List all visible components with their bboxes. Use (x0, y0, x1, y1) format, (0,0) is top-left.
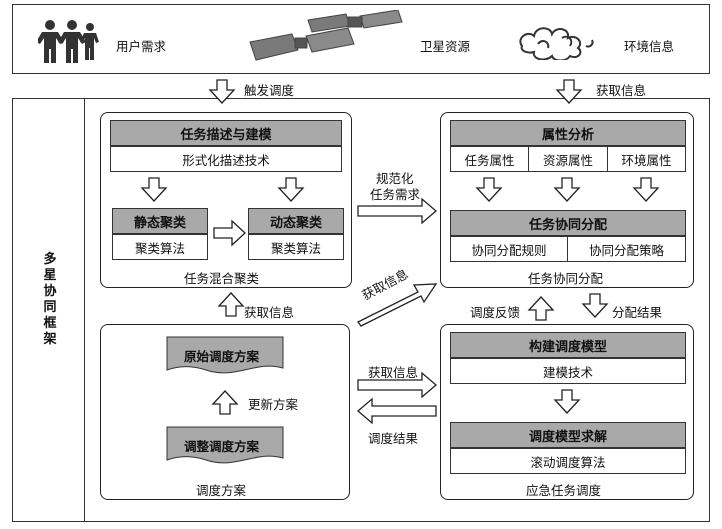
top-get-info-label: 获取信息 (596, 83, 647, 98)
trigger-scheduling-label: 触发调度 (244, 83, 295, 98)
dynamic-cluster-header: 动态聚类 (248, 208, 344, 234)
cloud-icon (519, 27, 594, 60)
user-needs-label: 用户需求 (116, 39, 167, 54)
left-get-info-label: 获取信息 (244, 305, 295, 320)
task-modeling-header: 任务描述与建模 (110, 120, 342, 146)
static-algo-cell: 聚类算法 (112, 234, 208, 260)
env-attr-cell: 环境属性 (607, 146, 686, 172)
alloc-result-label: 分配结果 (612, 305, 663, 320)
task-collab-caption: 任务协同分配 (528, 271, 604, 286)
resource-attr-cell: 资源属性 (528, 146, 608, 172)
alloc-header: 任务协同分配 (450, 210, 686, 236)
task-attr-cell: 任务属性 (450, 146, 529, 172)
task-clustering-caption: 任务混合聚类 (184, 271, 260, 286)
framework-label: 多星协同框架 (43, 252, 57, 347)
static-cluster-header: 静态聚类 (112, 208, 208, 234)
rolling-algo-cell: 滚动调度算法 (450, 448, 686, 474)
adjusted-plan-doc (166, 426, 284, 464)
schedule-feedback-label: 调度反馈 (470, 305, 521, 320)
satellite-resources-label: 卫星资源 (420, 39, 471, 54)
schedule-plan-caption: 调度方案 (196, 483, 247, 498)
people-icon (38, 20, 99, 63)
attr-analysis-header: 属性分析 (450, 120, 686, 146)
model-tech-cell: 建模技术 (450, 358, 686, 384)
normalize-label-2: 任务需求 (370, 187, 421, 202)
adjusted-plan-label: 调整调度方案 (184, 439, 260, 454)
alloc-rules-cell: 协同分配规则 (450, 236, 568, 262)
emergency-caption: 应急任务调度 (526, 483, 602, 498)
bottom-get-info-label: 获取信息 (368, 365, 419, 380)
alloc-strategy-cell: 协同分配策略 (567, 236, 686, 262)
original-plan-doc (166, 336, 284, 374)
dynamic-algo-cell: 聚类算法 (248, 234, 344, 260)
env-info-label: 环境信息 (624, 39, 675, 54)
formal-tech-cell: 形式化描述技术 (110, 146, 342, 172)
solve-model-header: 调度模型求解 (450, 422, 686, 448)
satellite-icon (249, 10, 403, 61)
schedule-result-label: 调度结果 (368, 431, 419, 446)
update-plan-label: 更新方案 (248, 397, 299, 412)
normalize-label-1: 规范化 (376, 171, 414, 186)
build-model-header: 构建调度模型 (450, 332, 686, 358)
framework-divider (84, 98, 85, 522)
original-plan-label: 原始调度方案 (184, 349, 260, 364)
